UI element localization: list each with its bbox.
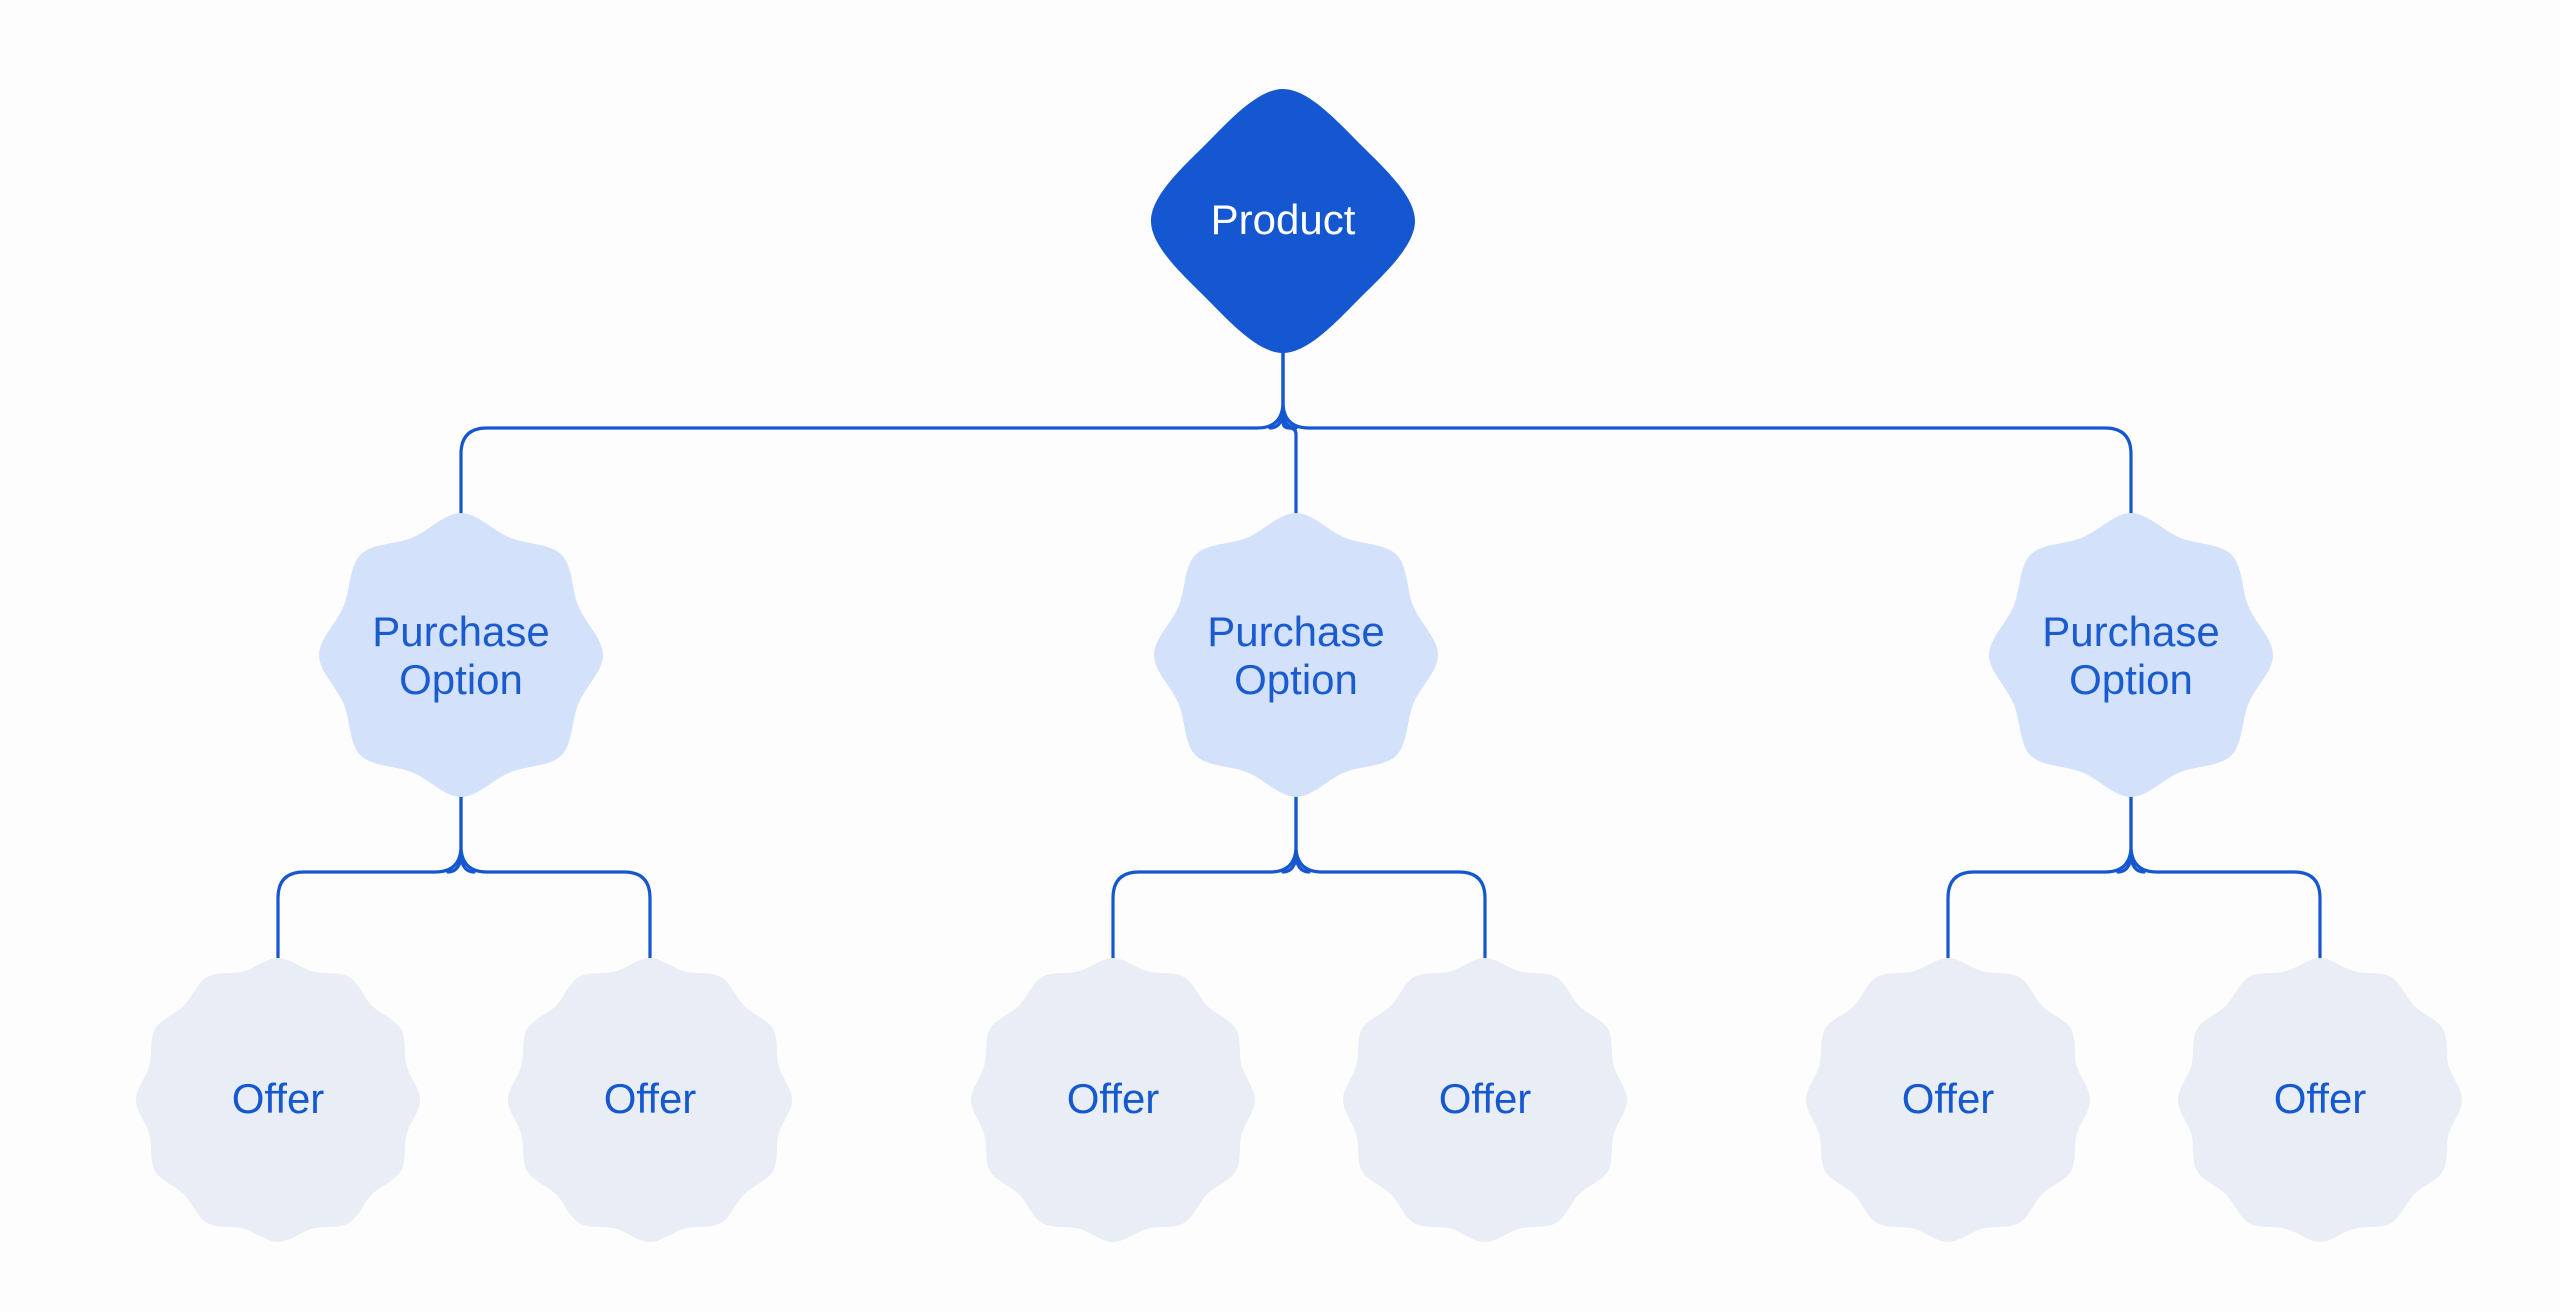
nodes-layer: ProductPurchaseOptionPurchaseOptionPurch…	[136, 89, 2462, 1242]
node-purchase-option-1-label-line2: Option	[399, 656, 523, 703]
node-purchase-option-2-shape	[1154, 513, 1438, 797]
connector-purchase-option-3-to-offer-5	[1946, 789, 2133, 964]
node-purchase-option-1-shape	[319, 513, 603, 797]
node-offer-3-label: Offer	[1067, 1075, 1160, 1122]
node-offer-1-label: Offer	[232, 1075, 325, 1122]
connector-root-to-purchase-option-2	[1281, 346, 1298, 519]
connector-purchase-option-1-to-offer-1	[276, 789, 463, 964]
node-offer-2[interactable]: Offer	[508, 958, 792, 1242]
node-offer-5-label: Offer	[1902, 1075, 1995, 1122]
node-offer-1-shape	[136, 958, 420, 1242]
node-offer-4-label: Offer	[1439, 1075, 1532, 1122]
node-purchase-option-1-label-line1: Purchase	[372, 608, 549, 655]
node-offer-6[interactable]: Offer	[2178, 958, 2462, 1242]
node-offer-5[interactable]: Offer	[1806, 958, 2090, 1242]
node-offer-6-label: Offer	[2274, 1075, 2367, 1122]
node-purchase-option-2-label-line2: Option	[1234, 656, 1358, 703]
node-offer-3-shape	[971, 958, 1255, 1242]
connector-root-to-purchase-option-3	[1281, 346, 2133, 519]
node-offer-3[interactable]: Offer	[971, 958, 1255, 1242]
connector-junction-purchase-option-3	[2116, 857, 2146, 874]
node-offer-6-shape	[2178, 958, 2462, 1242]
connector-purchase-option-3-to-offer-6	[2129, 789, 2322, 964]
node-offer-1[interactable]: Offer	[136, 958, 420, 1242]
node-offer-4[interactable]: Offer	[1343, 958, 1627, 1242]
node-offer-2-shape	[508, 958, 792, 1242]
connector-purchase-option-2-to-offer-3	[1111, 789, 1298, 964]
node-product[interactable]: Product	[1151, 89, 1415, 353]
connector-junction-purchase-option-2	[1281, 857, 1311, 874]
connector-purchase-option-2-to-offer-4	[1294, 789, 1487, 964]
connector-junction-root	[1268, 413, 1298, 430]
node-offer-2-label: Offer	[604, 1075, 697, 1122]
node-purchase-option-3-label-line2: Option	[2069, 656, 2193, 703]
connector-purchase-option-1-to-offer-2	[459, 789, 652, 964]
node-product-shape	[1151, 89, 1415, 353]
connector-root-to-purchase-option-1	[459, 346, 1285, 519]
connector-junction-purchase-option-1	[446, 857, 476, 874]
node-offer-4-shape	[1343, 958, 1627, 1242]
node-purchase-option-3-shape	[1989, 513, 2273, 797]
connectors-layer	[276, 346, 2322, 964]
node-offer-5-shape	[1806, 958, 2090, 1242]
node-purchase-option-3-label-line1: Purchase	[2042, 608, 2219, 655]
node-product-label: Product	[1211, 196, 1356, 243]
node-purchase-option-2-label-line1: Purchase	[1207, 608, 1384, 655]
